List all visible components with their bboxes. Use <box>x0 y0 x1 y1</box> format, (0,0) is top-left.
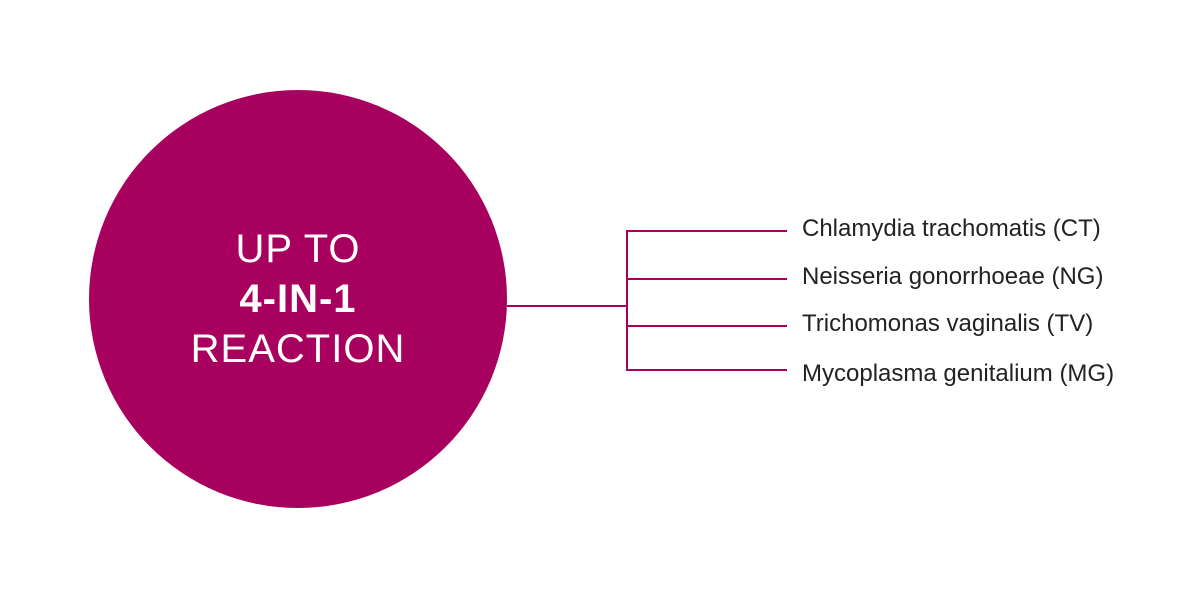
hub-line-2: 4-IN-1 <box>239 277 357 321</box>
target-label-mg: Mycoplasma genitalium (MG) <box>802 360 1115 388</box>
target-label-ct: Chlamydia trachomatis (CT) <box>802 215 1101 243</box>
hub-line-3: REACTION <box>190 327 406 371</box>
target-label-ng: Neisseria gonorrhoeae (NG) <box>802 263 1104 291</box>
target-label-tv: Trichomonas vaginalis (TV) <box>802 310 1094 338</box>
hub-text: UP TO 4-IN-1 REACTION <box>89 90 507 508</box>
hub-line-1: UP TO <box>235 227 361 271</box>
hub-circle <box>89 90 507 508</box>
